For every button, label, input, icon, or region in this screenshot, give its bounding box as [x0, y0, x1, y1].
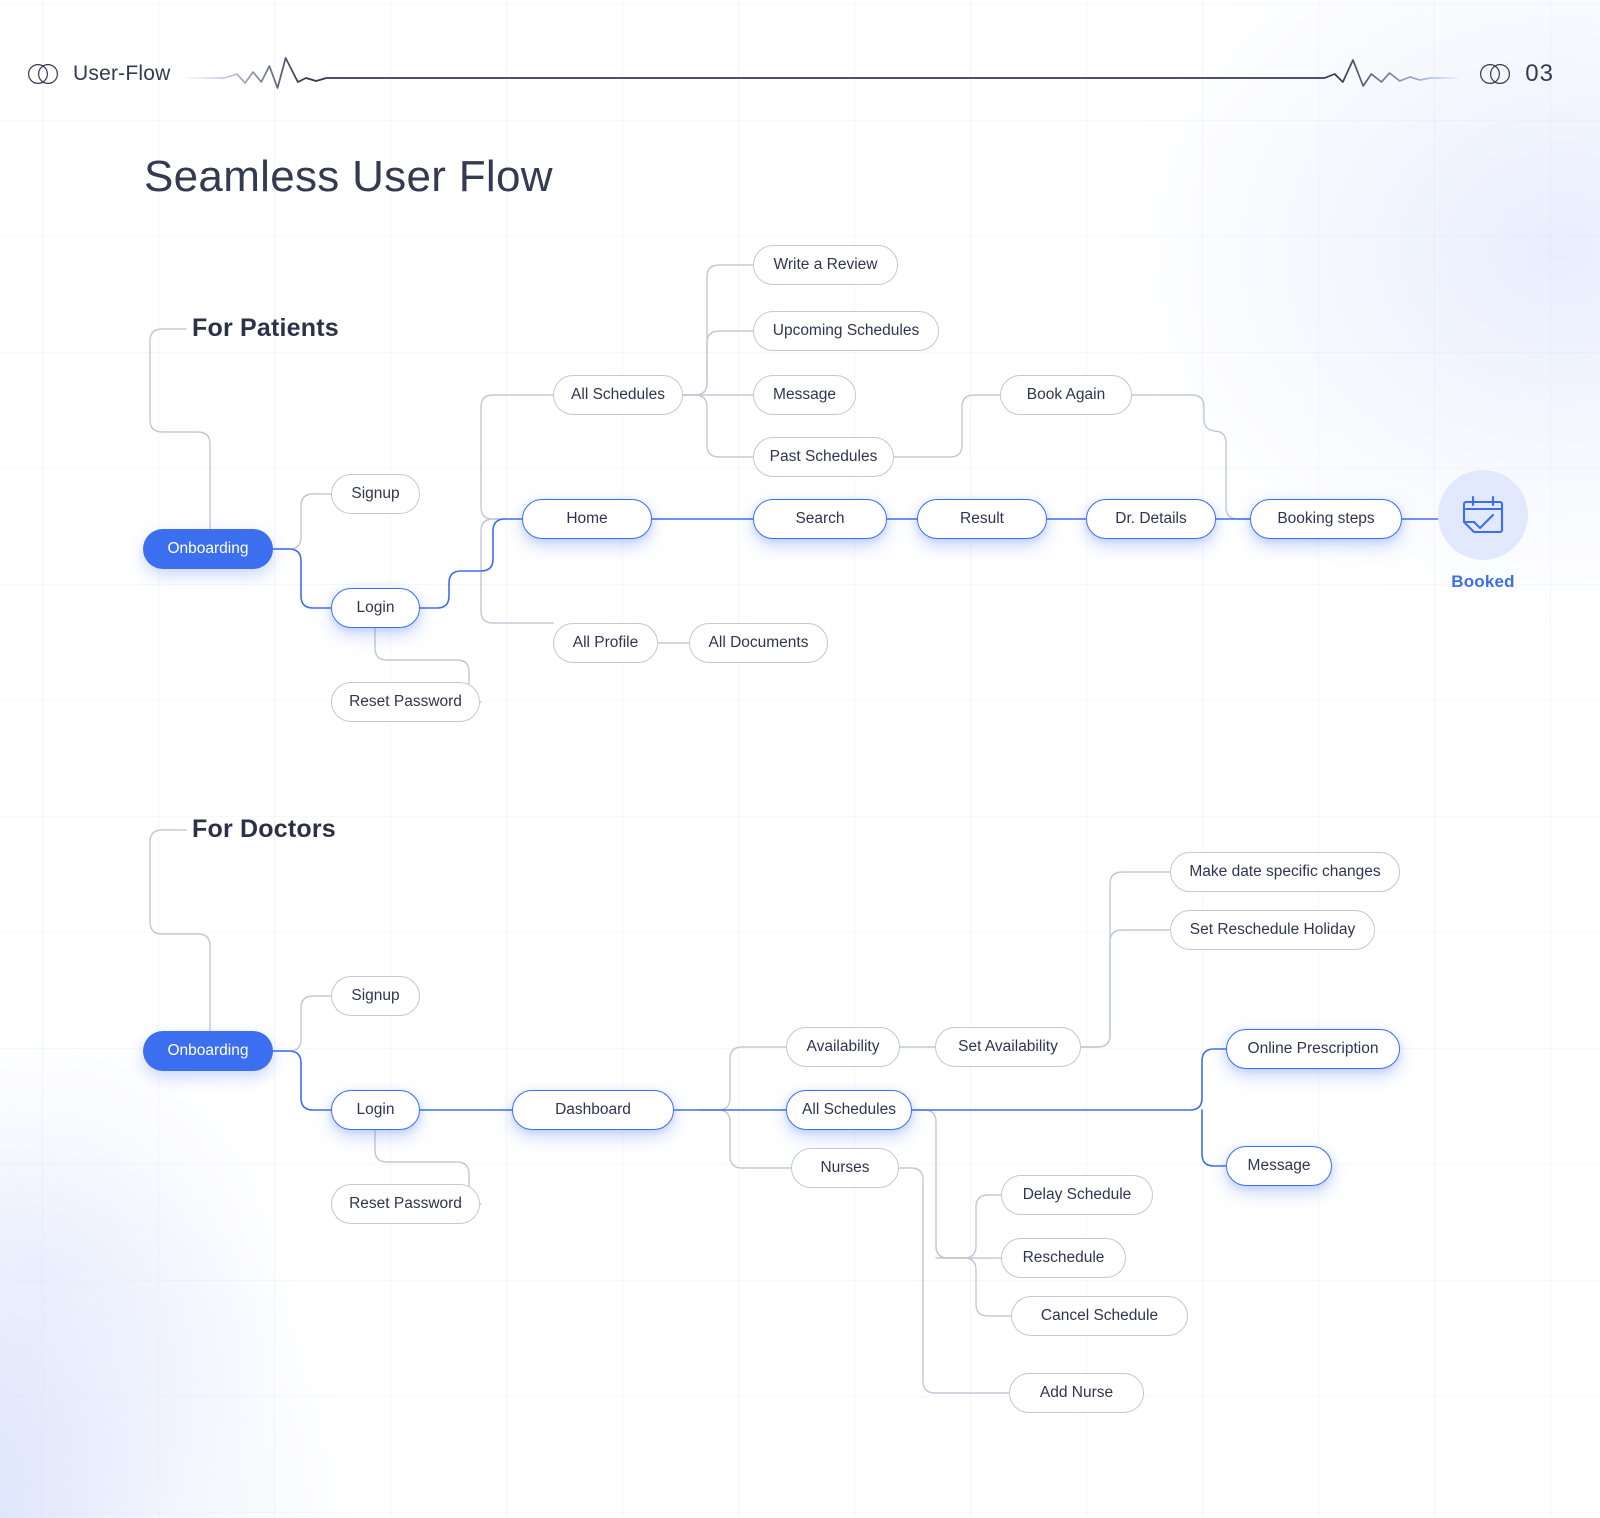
page-number: 03: [1525, 60, 1554, 87]
flow-node-d-holiday[interactable]: Set Reschedule Holiday: [1170, 910, 1375, 950]
flow-node-label: Make date specific changes: [1189, 863, 1381, 880]
flow-node-d-addnurse[interactable]: Add Nurse: [1009, 1373, 1144, 1413]
calendar-check-icon: [1438, 470, 1528, 560]
flow-node-p-drdetails[interactable]: Dr. Details: [1086, 499, 1216, 539]
flow-node-p-past[interactable]: Past Schedules: [753, 437, 894, 477]
flow-node-p-bookagain[interactable]: Book Again: [1000, 375, 1132, 415]
flow-node-label: Delay Schedule: [1022, 1186, 1132, 1203]
flow-node-p-onboarding[interactable]: Onboarding: [143, 529, 273, 569]
page-indicator: 03: [1479, 60, 1554, 88]
flow-node-label: Nurses: [820, 1159, 870, 1176]
flow-node-label: All Schedules: [571, 386, 665, 403]
brand-label: User-Flow: [73, 62, 171, 85]
flow-node-label: Online Prescription: [1247, 1040, 1379, 1057]
flow-node-p-upcoming[interactable]: Upcoming Schedules: [753, 311, 939, 351]
flow-node-p-login[interactable]: Login: [331, 588, 420, 628]
flow-node-label: Availability: [806, 1038, 880, 1055]
flow-node-p-booking[interactable]: Booking steps: [1250, 499, 1402, 539]
flow-node-label: Booking steps: [1277, 510, 1375, 527]
flow-node-p-signup[interactable]: Signup: [331, 474, 420, 514]
flow-node-label: Home: [566, 510, 608, 527]
two-overlapping-circles-icon: [27, 63, 61, 85]
page-title: Seamless User Flow: [144, 152, 553, 201]
flow-node-d-cancel[interactable]: Cancel Schedule: [1011, 1296, 1188, 1336]
flow-node-d-availability[interactable]: Availability: [786, 1027, 900, 1067]
flow-node-p-review[interactable]: Write a Review: [753, 245, 898, 285]
flow-node-label: Set Availability: [958, 1038, 1058, 1055]
flow-node-d-onboarding[interactable]: Onboarding: [143, 1031, 273, 1071]
flow-node-d-reset[interactable]: Reset Password: [331, 1184, 480, 1224]
flow-node-label: Result: [960, 510, 1004, 527]
flow-node-d-dashboard[interactable]: Dashboard: [512, 1090, 674, 1130]
flow-node-d-nurses[interactable]: Nurses: [791, 1148, 899, 1188]
heartbeat-line-icon: [183, 52, 1467, 96]
flow-node-p-result[interactable]: Result: [917, 499, 1047, 539]
flow-node-p-reset[interactable]: Reset Password: [331, 682, 480, 722]
flow-node-label: Cancel Schedule: [1040, 1307, 1159, 1324]
flow-node-label: Upcoming Schedules: [772, 322, 920, 339]
flow-node-label: Reschedule: [1022, 1249, 1105, 1266]
flow-node-label: Reset Password: [349, 693, 462, 710]
flow-node-label: Write a Review: [773, 256, 878, 273]
flow-node-p-message[interactable]: Message: [753, 375, 856, 415]
flow-node-label: Dashboard: [555, 1101, 631, 1118]
flow-node-d-resched[interactable]: Reschedule: [1001, 1238, 1126, 1278]
flow-node-label: Search: [795, 510, 845, 527]
flow-node-d-prescription[interactable]: Online Prescription: [1226, 1029, 1400, 1069]
flow-node-label: Login: [356, 1101, 395, 1118]
booked-label: Booked: [1451, 572, 1515, 591]
flow-node-p-allsched[interactable]: All Schedules: [553, 375, 683, 415]
flow-node-label: Dr. Details: [1115, 510, 1187, 527]
flow-node-label: All Schedules: [802, 1101, 896, 1118]
flow-node-label: Signup: [351, 485, 400, 502]
flow-node-p-home[interactable]: Home: [522, 499, 652, 539]
flow-node-d-setavail[interactable]: Set Availability: [935, 1027, 1081, 1067]
flow-node-d-login[interactable]: Login: [331, 1090, 420, 1130]
header-bar: User-Flow 03: [0, 52, 1600, 96]
flow-node-d-delay[interactable]: Delay Schedule: [1001, 1175, 1153, 1215]
flow-node-label: Past Schedules: [769, 448, 878, 465]
section-label-for-patients: For Patients: [192, 314, 339, 342]
flow-node-label: All Profile: [572, 634, 639, 651]
flow-node-label: Onboarding: [167, 540, 249, 557]
flow-node-d-datechange[interactable]: Make date specific changes: [1170, 852, 1400, 892]
flow-node-d-signup[interactable]: Signup: [331, 976, 420, 1016]
flow-node-p-search[interactable]: Search: [753, 499, 887, 539]
flow-node-label: Onboarding: [167, 1042, 249, 1059]
flow-node-p-alldocs[interactable]: All Documents: [689, 623, 828, 663]
flow-node-d-message[interactable]: Message: [1226, 1146, 1332, 1186]
flow-node-d-allsched[interactable]: All Schedules: [786, 1090, 912, 1130]
flow-node-label: All Documents: [708, 634, 809, 651]
two-overlapping-circles-icon: [1479, 63, 1513, 85]
flow-node-p-allprofile[interactable]: All Profile: [553, 623, 658, 663]
flow-node-label: Message: [773, 386, 836, 403]
flow-node-label: Message: [1247, 1157, 1311, 1174]
section-label-for-doctors: For Doctors: [192, 815, 336, 843]
flow-node-label: Set Reschedule Holiday: [1189, 921, 1356, 938]
flow-node-label: Login: [356, 599, 395, 616]
booked-endpoint[interactable]: Booked: [1438, 470, 1528, 592]
flow-node-label: Add Nurse: [1039, 1384, 1114, 1401]
flow-node-label: Book Again: [1026, 386, 1106, 403]
flow-node-label: Reset Password: [349, 1195, 462, 1212]
flow-node-label: Signup: [351, 987, 400, 1004]
brand: User-Flow: [27, 62, 170, 86]
